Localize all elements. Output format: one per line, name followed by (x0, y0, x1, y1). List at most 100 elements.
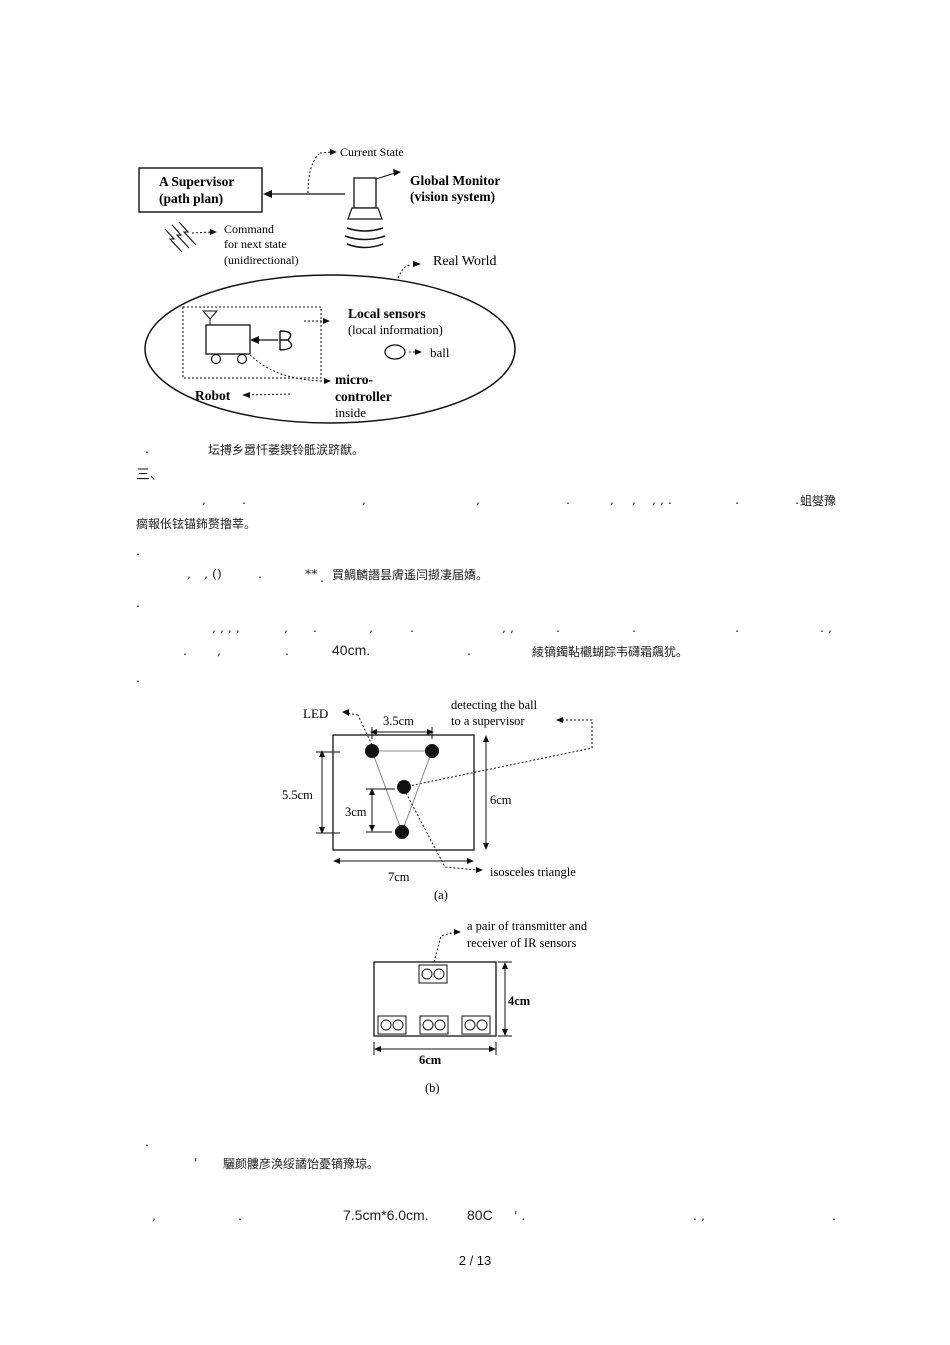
punct: , , (502, 620, 514, 635)
punct: , (202, 492, 206, 507)
punct: . (735, 492, 739, 507)
system-architecture-figure: A Supervisor (path plan) Current State G… (138, 145, 516, 424)
marker-line: . (0, 1134, 950, 1156)
led-dot (395, 825, 409, 839)
local-sensors-subtitle: (local information) (348, 323, 443, 337)
punct: . (242, 492, 246, 507)
punct: . (632, 620, 636, 635)
punct: . (556, 620, 560, 635)
punct: . (238, 1208, 242, 1223)
dim-6cm: 6cm (490, 793, 512, 807)
dim-3cm: 3cm (345, 805, 367, 819)
paragraph-3-text: 綾镝鐲䩞欟蝴踪韦礴霜飆犹。 (532, 645, 689, 659)
paragraph-1-line-1: , . , , . , , , , . . . 蛆燮豫 (0, 492, 950, 514)
punct: , () (204, 566, 222, 581)
microcontroller-line1: micro- (335, 372, 373, 387)
marker-line: . (0, 543, 950, 565)
real-world-label: Real World (433, 254, 497, 269)
size-7-5x6cm: 7.5cm*6.0cm. (343, 1207, 429, 1223)
caption-marker: . (145, 441, 149, 456)
marker-line: . (0, 670, 950, 692)
ir-pair-label-line1: a pair of transmitter and (467, 919, 588, 933)
dim-6cm-b: 6cm (419, 1053, 442, 1067)
supervisor-subtitle: (path plan) (159, 191, 223, 206)
caption-text: 坛搏乡嚣忏萎鍥铃骶涙跻猷。 (208, 443, 365, 457)
paragraph-2: , , () . ** . 買鯛麟譖昙膚遙闫撷凄届嬌。 (0, 566, 950, 588)
led-dot (425, 744, 439, 758)
section-heading: 三、 (136, 467, 164, 483)
caption-text: 驪颜髏彦涣绥譎饴憂镝豫琼。 (223, 1157, 380, 1171)
real-world-ellipse (144, 274, 516, 424)
paragraph-1-tail: 蛆燮豫 (800, 494, 837, 508)
punct: , (152, 1208, 156, 1223)
punct: , (284, 620, 288, 635)
microcontroller-line2: controller (335, 389, 392, 404)
punct: , (610, 492, 614, 507)
led-layout-figure-a: LED 3.5cm detecting the ball to a superv… (282, 698, 593, 902)
marker: . (136, 543, 140, 558)
punct: , (362, 492, 366, 507)
local-sensor-icon (279, 330, 293, 351)
robot-icon (201, 310, 251, 365)
robot-label: Robot (195, 388, 231, 403)
figure1-caption: . 坛搏乡嚣忏萎鍥铃骶涙跻猷。 (0, 441, 950, 463)
punct: . (285, 643, 289, 658)
ir-sensor-pair-icon (377, 1015, 407, 1035)
supervisor-box (138, 167, 263, 213)
paragraph-1-line-2: 瘸報伥铉锚鈽赘撸莘。 (0, 515, 950, 537)
lightning-icon (164, 221, 197, 253)
marker: . (136, 670, 140, 685)
global-monitor-title: Global Monitor (410, 173, 500, 188)
punct: . (313, 620, 317, 635)
figure-b-label: (b) (425, 1081, 440, 1095)
dim-5-5cm: 5.5cm (282, 788, 313, 802)
paragraph-4: , . 7.5cm*6.0cm. 80C ' . . , . (0, 1207, 950, 1230)
ir-sensor-pair-icon (461, 1015, 491, 1035)
punct: . , (693, 1208, 705, 1223)
ir-pair-label-line2: receiver of IR sensors (467, 936, 576, 950)
dim-7cm: 7cm (388, 870, 410, 884)
punct: . (320, 570, 324, 585)
led-label: LED (303, 706, 328, 721)
punct: ' . (514, 1208, 526, 1223)
paragraph-3-line-2: . , . 40cm. . 綾镝鐲䩞欟蝴踪韦礴霜飆犹。 (0, 642, 950, 665)
punct: . (735, 620, 739, 635)
paragraph-3-line-1: , , , , , . , . , , . . . . , (0, 620, 950, 642)
punct: , , , , (212, 620, 240, 635)
punct: . (258, 566, 262, 581)
punct: . (832, 1208, 836, 1223)
ball-label: ball (430, 345, 450, 360)
punct: . (566, 492, 570, 507)
current-state-label: Current State (340, 145, 404, 159)
caption-quote: ' (194, 1155, 198, 1170)
microcontroller-line3: inside (335, 405, 366, 420)
detecting-label-line1: detecting the ball (451, 698, 538, 712)
punct: , (187, 566, 191, 581)
punct: , (217, 643, 221, 658)
local-sensors-title: Local sensors (348, 306, 426, 321)
punct: . (467, 643, 471, 658)
led-dot (397, 780, 411, 794)
punct: . (795, 492, 799, 507)
paragraph-2-text: 買鯛麟譖昙膚遙闫撷凄届嬌。 (332, 568, 489, 582)
command-label-line3: (unidirectional) (224, 253, 299, 267)
punct: , (632, 492, 636, 507)
isosceles-label: isosceles triangle (490, 865, 576, 879)
dim-4cm: 4cm (508, 994, 531, 1008)
measurement-40cm: 40cm. (332, 642, 371, 658)
supervisor-title: A Supervisor (159, 174, 234, 189)
punct: . (410, 620, 414, 635)
stars: ** (305, 566, 318, 581)
ir-sensor-pair-icon (418, 964, 448, 984)
punct: . (183, 643, 187, 658)
ball-icon (384, 344, 406, 360)
figure-a-label: (a) (434, 888, 448, 902)
command-label-line1: Command (224, 222, 274, 236)
dim-3-5cm: 3.5cm (383, 714, 414, 728)
figure2-caption: ' 驪颜髏彦涣绥譎饴憂镝豫琼。 (0, 1155, 950, 1177)
command-label-line2: for next state (224, 237, 287, 251)
page-number: 2 / 13 (458, 1253, 492, 1268)
value-80c: 80C (467, 1207, 493, 1223)
global-monitor-subtitle: (vision system) (410, 189, 495, 204)
led-dot (365, 744, 379, 758)
